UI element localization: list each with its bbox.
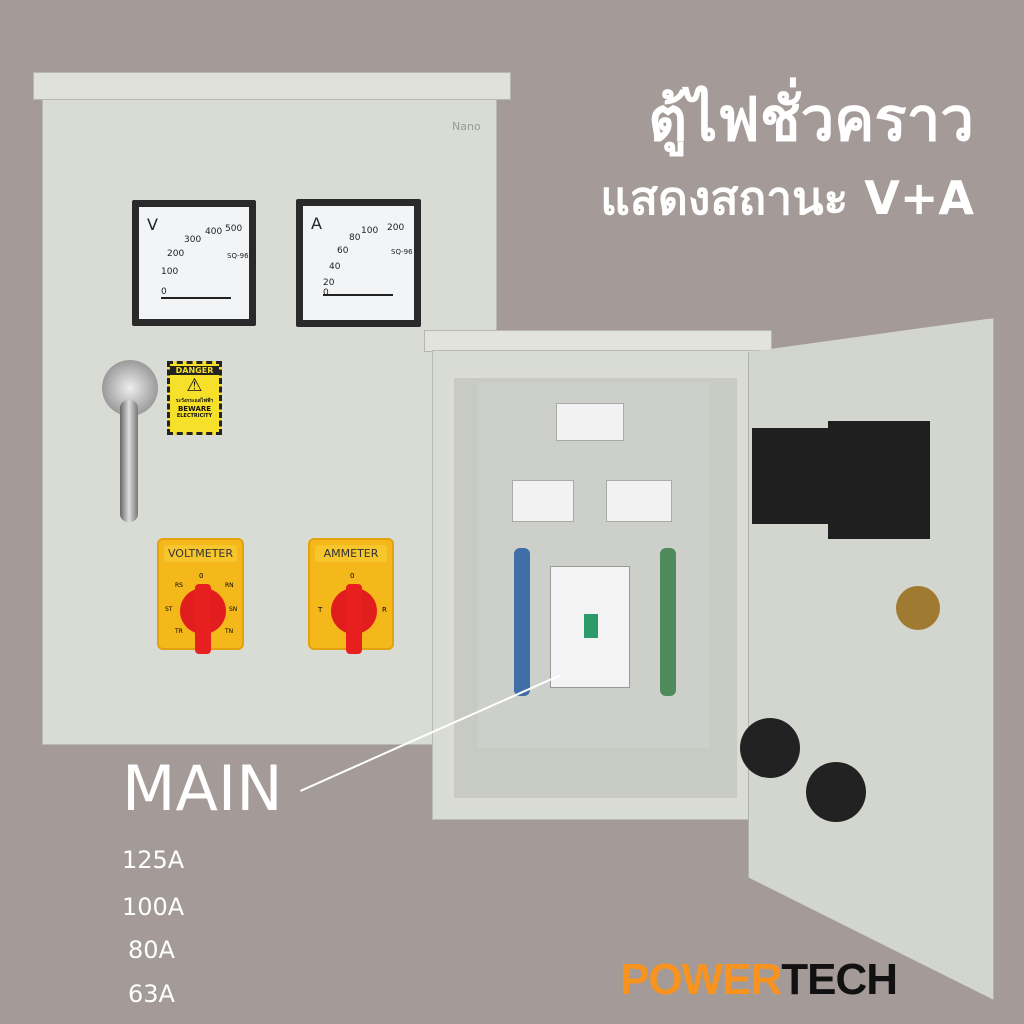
headline-line2: แสดงสถานะ V+A [600, 171, 974, 225]
model-label: SQ-96 [227, 252, 249, 260]
danger-thai: ระวังกระแสไฟฟ้า [175, 398, 214, 404]
door-meter-back [752, 428, 832, 524]
position-label: ST [165, 606, 173, 613]
high-voltage-icon: ⚠ [186, 375, 203, 396]
switch-back [806, 762, 866, 822]
rating: 100A [122, 893, 185, 921]
needle [323, 294, 393, 296]
rating: 63A [128, 980, 175, 1008]
model-label: SQ-96 [391, 248, 413, 256]
scale-label: 40 [329, 262, 341, 272]
door-meter-back [828, 421, 930, 539]
switch-handle[interactable] [195, 584, 211, 654]
danger-electricity: ELECTRICITY [176, 413, 213, 419]
fuse-holder [606, 480, 672, 522]
position-label: 0 [199, 572, 204, 580]
position-label: RN [225, 582, 234, 589]
ammeter-unit: A [311, 214, 322, 233]
rating: 80A [128, 936, 175, 964]
scale-label: 0 [161, 287, 167, 297]
powertech-logo: POWERTECH [620, 955, 898, 1005]
position-label: T [318, 606, 323, 614]
headline-line1: ตู้ไฟชั่วคราว [648, 85, 974, 155]
danger-beware: BEWARE [177, 405, 212, 413]
breaker-label: MAIN [122, 752, 283, 825]
door-latch [896, 586, 940, 630]
position-label: RS [175, 582, 183, 589]
scale-label: 400 [205, 227, 223, 237]
main-circuit-breaker[interactable] [550, 566, 630, 688]
position-label: TR [175, 628, 183, 635]
ammeter-selector-switch[interactable]: AMMETER 0 T R [308, 538, 394, 654]
busbar-left [514, 548, 530, 696]
handle-bar[interactable] [120, 400, 138, 522]
main-cabinet [42, 95, 497, 745]
cabinet-roof [33, 72, 511, 100]
ammeter: A 0 20 40 60 80 100 200 SQ-96 [296, 199, 421, 327]
small-cabinet-roof [424, 330, 772, 352]
scale-label: 80 [349, 233, 361, 243]
position-label: R [382, 606, 387, 614]
fuse-holder [556, 403, 624, 441]
voltmeter-selector-switch[interactable]: VOLTMETER 0 RS ST TR RN SN TN [157, 538, 244, 654]
switch-handle[interactable] [346, 584, 362, 654]
breaker-toggle[interactable] [584, 614, 598, 638]
scale-label: 20 [323, 278, 335, 288]
scale-label: 0 [323, 288, 329, 298]
needle [161, 297, 231, 299]
voltmeter-unit: V [147, 215, 158, 234]
fuse-holder [512, 480, 574, 522]
scale-label: 100 [361, 226, 379, 236]
switch-label: AMMETER [315, 545, 387, 562]
busbar-right [660, 548, 676, 696]
scale-label: 200 [167, 249, 185, 259]
scale-label: 60 [337, 246, 349, 256]
danger-title: DANGER [170, 366, 219, 375]
scale-label: 500 [225, 224, 243, 234]
position-label: TN [225, 628, 234, 635]
logo-tech: TECH [781, 955, 898, 1004]
rating: 125A [122, 846, 185, 874]
logo-power: POWER [620, 955, 782, 1004]
switch-label: VOLTMETER [164, 545, 237, 562]
switch-back [740, 718, 800, 778]
position-label: SN [229, 606, 238, 613]
danger-sign: DANGER ⚠ ระวังกระแสไฟฟ้า BEWARE ELECTRIC… [167, 361, 222, 435]
scale-label: 300 [184, 235, 202, 245]
brand-label: Nano [452, 120, 481, 133]
scale-label: 200 [387, 223, 405, 233]
position-label: 0 [350, 572, 355, 580]
scale-label: 100 [161, 267, 179, 277]
voltmeter: V 0 100 200 300 400 500 SQ-96 [132, 200, 256, 326]
